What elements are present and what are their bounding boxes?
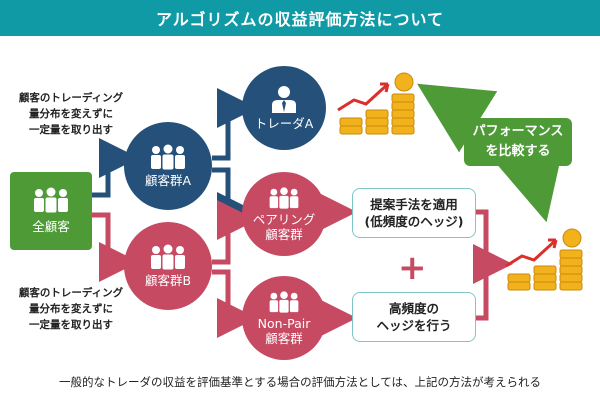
note-top-line-3: 一定量を取り出す: [29, 124, 113, 136]
footer-note: 一般的なトレーダの収益を評価基準とする場合の評価方法としては、上記の方法が考えら…: [58, 375, 542, 389]
arrow-all-to-group-a: [92, 138, 139, 198]
arrow-group-a-to-pairing: [212, 167, 257, 232]
group-a-label: 顧客群A: [144, 173, 192, 188]
pairing-label-line-1: ペアリング: [252, 211, 316, 227]
compare-performance-box: パフォーマンス を比較する: [464, 118, 572, 166]
note-bottom: 顧客のトレーディング 量分布を変えずに 一定量を取り出す: [12, 285, 130, 333]
arrow-group-a-to-trader-a: [212, 88, 257, 161]
diagram-title: アルゴリズムの収益評価方法について: [0, 0, 600, 36]
people-group-icon: [151, 244, 185, 270]
high-freq-line-2: ヘッジを行う: [376, 318, 452, 333]
plus-sign: +: [398, 248, 427, 288]
all-customers-node: 全顧客: [10, 172, 92, 250]
compare-arrow-left: [417, 83, 498, 153]
all-customers-label: 全顧客: [32, 219, 70, 234]
people-group-icon: [269, 290, 299, 313]
nonpair-group-node: Non-Pair 顧客群: [242, 276, 326, 360]
arrow-all-to-group-b: [92, 212, 139, 282]
businessman-icon: [272, 86, 296, 113]
trader-a-node: トレーダA: [242, 66, 326, 150]
proposal-line-2: (低頻度のヘッジ): [364, 214, 464, 229]
nonpair-label-line-1: Non-Pair: [257, 315, 311, 331]
bracket-to-result: [476, 209, 489, 321]
coin-stack-icon: [505, 228, 583, 291]
high-frequency-hedge-box: 高頻度の ヘッジを行う: [352, 292, 476, 342]
note-top-line-2: 量分布を変えずに: [29, 108, 113, 120]
group-b-node: 顧客群B: [124, 222, 212, 310]
proposal-method-box: 提案手法を適用 (低頻度のヘッジ): [352, 188, 476, 238]
note-bottom-line-2: 量分布を変えずに: [29, 303, 113, 315]
note-top: 顧客のトレーディング 量分布を変えずに 一定量を取り出す: [12, 90, 130, 138]
pairing-label-line-2: 顧客群: [265, 226, 303, 242]
compare-line-2: を比較する: [485, 144, 551, 159]
high-freq-line-1: 高頻度の: [388, 301, 439, 316]
people-group-icon: [269, 186, 299, 209]
arrow-group-b-to-pairing: [212, 200, 257, 265]
arrow-group-b-to-nonpair: [212, 269, 257, 338]
trader-a-label: トレーダA: [254, 116, 314, 131]
coin-stack-icon: [337, 72, 415, 135]
compare-line-1: パフォーマンス: [472, 124, 564, 139]
note-bottom-line-1: 顧客のトレーディング: [18, 287, 124, 299]
group-b-label: 顧客群B: [144, 273, 192, 288]
note-bottom-line-3: 一定量を取り出す: [29, 319, 113, 331]
proposal-line-1: 提案手法を適用: [370, 197, 458, 212]
people-group-icon: [151, 144, 185, 170]
nonpair-label-line-2: 顧客群: [265, 330, 303, 346]
people-group-icon: [34, 187, 68, 213]
pairing-group-node: ペアリング 顧客群: [242, 172, 326, 256]
note-top-line-1: 顧客のトレーディング: [18, 92, 124, 104]
group-a-node: 顧客群A: [124, 122, 212, 210]
